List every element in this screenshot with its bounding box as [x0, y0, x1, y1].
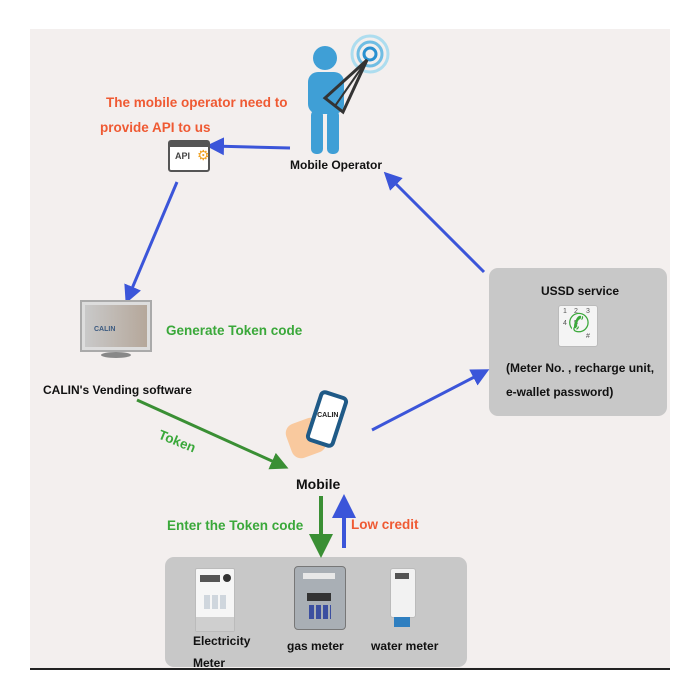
keypad-key: 2: [574, 308, 578, 315]
arrow-ussd-to-operator: [383, 171, 486, 274]
phone-keypad-icon: 1 2 3 4 5 # ✆: [558, 305, 598, 347]
ussd-details-line2: e-wallet password): [506, 385, 614, 399]
enter-token-label: Enter the Token code: [167, 518, 304, 533]
phone-screen-brand: CALIN: [317, 412, 339, 420]
api-gear-window-icon: API ⚙: [168, 140, 210, 172]
ussd-title: USSD service: [541, 284, 620, 298]
water-meter-label: water meter: [371, 639, 439, 653]
monitor-stand-icon: [101, 352, 131, 358]
bottom-divider: [30, 668, 670, 670]
arrow-vending-to-mobile: [136, 398, 289, 470]
low-credit-label: Low credit: [351, 517, 419, 532]
phone-handset-icon: ✆: [568, 308, 590, 338]
water-meter-icon: [390, 568, 416, 627]
gear-icon: ⚙: [197, 147, 210, 163]
electricity-meter-label-line2: Meter: [193, 656, 226, 670]
arrow-api-to-vending: [124, 181, 179, 304]
person-with-antenna-tower-icon: [308, 34, 390, 154]
ussd-details-line1: (Meter No. , recharge unit,: [506, 361, 655, 375]
arrow-operator-to-api: [206, 137, 291, 156]
electricity-meter-label-line1: Electricity: [193, 634, 251, 648]
monitor-screen-brand: CALIN: [94, 326, 116, 333]
gas-meter-label: gas meter: [287, 639, 344, 653]
keypad-key: 5: [574, 320, 578, 327]
keypad-key: #: [586, 333, 590, 340]
monitor-icon: CALIN: [80, 300, 152, 352]
gas-meter-icon: [294, 566, 346, 630]
api-note-line1: The mobile operator need to: [106, 95, 288, 110]
api-label: API: [175, 151, 191, 161]
keypad-key: 3: [586, 308, 590, 315]
mobile-operator-label: Mobile Operator: [290, 158, 383, 172]
mobile-label: Mobile: [296, 476, 341, 492]
vending-software-label: CALIN's Vending software: [43, 383, 192, 397]
arrow-mobile-to-ussd: [371, 369, 490, 432]
keypad-key: 1: [563, 308, 567, 315]
keypad-key: 4: [563, 320, 567, 327]
generate-token-label: Generate Token code: [166, 323, 303, 338]
electricity-meter-icon: [195, 568, 235, 632]
api-note-line2: provide API to us: [100, 120, 211, 135]
